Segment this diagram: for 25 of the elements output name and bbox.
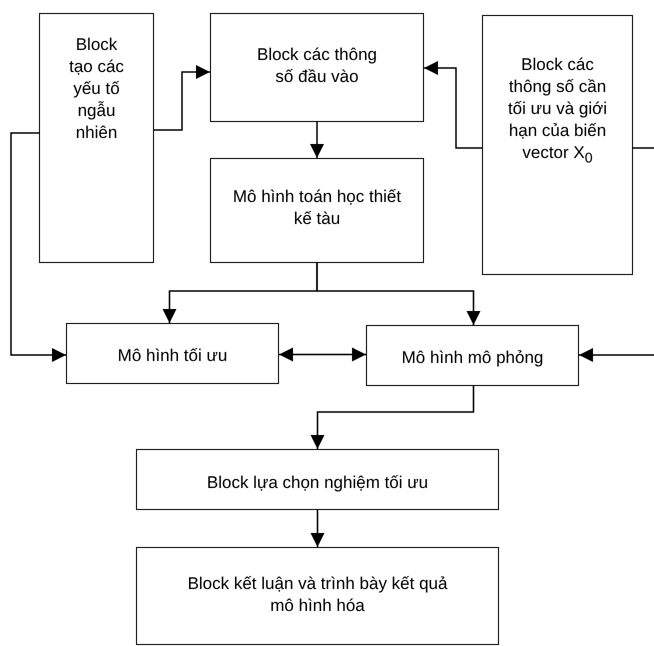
arrow bbox=[316, 263, 480, 325]
arrow bbox=[310, 122, 324, 158]
process-box bbox=[366, 325, 579, 386]
process-box bbox=[210, 158, 424, 263]
process-box bbox=[482, 15, 633, 275]
arrow bbox=[579, 147, 654, 362]
box-label: Block các thông số cần tối ưu và giới hạn của biến vector X$_{0}$ bbox=[506, 54, 608, 168]
arrow bbox=[279, 348, 366, 362]
arrow bbox=[154, 65, 210, 131]
process-box bbox=[39, 13, 154, 263]
box-label: Block lựa chọn nghiệm tối ưu bbox=[206, 472, 430, 494]
box-label: Mô hình mô phỏng bbox=[400, 347, 544, 369]
box-label: Mô hình tối ưu bbox=[116, 345, 228, 367]
process-box bbox=[210, 13, 424, 122]
arrow bbox=[10, 132, 66, 362]
arrow bbox=[310, 510, 324, 547]
arrow bbox=[310, 386, 474, 449]
box-label: Block tạo các yếu tố ngẫu nhiên bbox=[68, 34, 125, 144]
box-label: Mô hình toán học thiết kế tàu bbox=[232, 186, 402, 230]
process-box bbox=[66, 323, 279, 384]
process-box bbox=[136, 547, 499, 645]
box-label: Block kết luận và trình bày kết quả mô hình hóa bbox=[187, 573, 448, 617]
arrow bbox=[424, 61, 482, 149]
box-label: Block các thông số đầu vào bbox=[256, 44, 378, 88]
process-box bbox=[136, 449, 499, 510]
